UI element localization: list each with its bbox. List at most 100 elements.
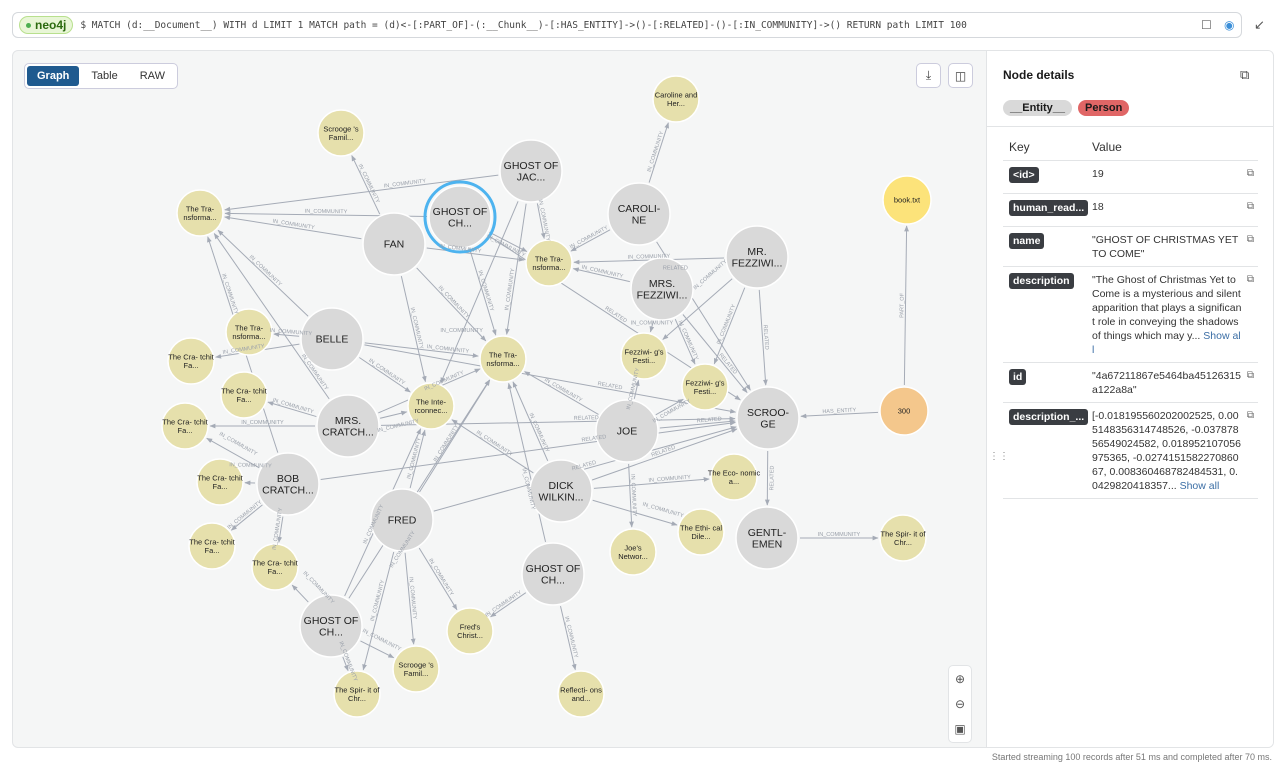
relationship-edge[interactable]: [662, 278, 733, 340]
relationship-edge[interactable]: [440, 201, 519, 384]
relationship-edge[interactable]: [524, 371, 599, 415]
query-bar[interactable]: neo4j $ MATCH (d:__Document__) WITH d LI…: [12, 12, 1242, 38]
copy-all-icon[interactable]: ⧉: [1240, 67, 1250, 82]
fit-view-icon[interactable]: ▣: [954, 722, 966, 737]
community-node[interactable]: The Tra-nsforma...: [225, 308, 273, 356]
relationship-edge[interactable]: [267, 401, 317, 418]
relationship-edge[interactable]: [348, 379, 490, 599]
node-circle[interactable]: [735, 506, 799, 570]
relationship-edge[interactable]: [213, 233, 330, 400]
relationship-edge[interactable]: [572, 267, 630, 283]
relationship-edge[interactable]: [230, 504, 263, 531]
entity-node[interactable]: GENTL-EMEN: [735, 506, 799, 570]
copy-icon[interactable]: ⧉: [1246, 168, 1254, 179]
node-circle[interactable]: [677, 508, 725, 556]
relationship-edge[interactable]: [400, 276, 427, 383]
node-circle[interactable]: [725, 225, 789, 289]
node-circle[interactable]: [681, 363, 729, 411]
relationship-edge[interactable]: [560, 606, 577, 671]
relationship-edge[interactable]: [320, 420, 736, 481]
relationship-edge[interactable]: [433, 425, 737, 512]
node-circle[interactable]: [529, 459, 593, 523]
node-circle[interactable]: [167, 337, 215, 385]
relationship-edge[interactable]: [206, 437, 260, 469]
relationship-edge[interactable]: [419, 379, 491, 493]
tab-raw[interactable]: RAW: [139, 70, 165, 82]
relationship-edge[interactable]: [404, 552, 416, 645]
show-all-link[interactable]: Show all: [1092, 330, 1241, 356]
show-all-link[interactable]: Show all: [1179, 480, 1220, 492]
relationship-edge[interactable]: [277, 516, 284, 543]
label-chip-person[interactable]: Person: [1078, 100, 1130, 116]
relationship-edge[interactable]: [507, 382, 547, 542]
relationship-edge[interactable]: [628, 463, 634, 528]
relationship-edge[interactable]: [903, 225, 909, 386]
node-circle[interactable]: [299, 594, 363, 658]
node-circle[interactable]: [630, 257, 694, 321]
relationship-edge[interactable]: [633, 379, 640, 399]
relationship-edge[interactable]: [360, 640, 395, 659]
relationship-edge[interactable]: [648, 122, 669, 183]
node-circle[interactable]: [317, 109, 365, 157]
relationship-edge[interactable]: [536, 203, 546, 240]
relationship-edge[interactable]: [758, 289, 768, 386]
entity-node[interactable]: CAROLI-NE: [607, 182, 671, 246]
entity-node[interactable]: SCROO-GE: [736, 386, 800, 450]
node-circle[interactable]: [161, 402, 209, 450]
relationship-edge[interactable]: [490, 592, 527, 618]
node-circle[interactable]: [256, 452, 320, 516]
relationship-edge[interactable]: [591, 428, 738, 481]
relationship-edge[interactable]: [418, 547, 458, 611]
node-circle[interactable]: [333, 670, 381, 718]
tab-table[interactable]: Table: [91, 70, 118, 82]
entity-node[interactable]: FAN: [362, 212, 426, 276]
node-circle[interactable]: [607, 182, 671, 246]
relationship-edge[interactable]: [570, 229, 611, 252]
node-circle[interactable]: [879, 386, 929, 436]
relationship-edge[interactable]: [489, 231, 528, 252]
chunk-node[interactable]: 300: [879, 386, 929, 436]
relationship-edge[interactable]: [409, 429, 426, 489]
node-circle[interactable]: [499, 139, 563, 203]
run-icon[interactable]: ◉: [1224, 18, 1235, 32]
node-circle[interactable]: [557, 670, 605, 718]
node-circle[interactable]: [392, 645, 440, 693]
relationship-edge[interactable]: [359, 357, 411, 393]
relationship-edge[interactable]: [469, 248, 497, 336]
relationship-edge[interactable]: [674, 319, 696, 365]
relationship-edge[interactable]: [659, 419, 736, 429]
relationship-edge[interactable]: [592, 499, 678, 526]
download-button[interactable]: ⤓: [916, 63, 941, 88]
relationship-edge[interactable]: [379, 410, 408, 419]
node-circle[interactable]: [407, 382, 455, 430]
node-circle[interactable]: [595, 399, 659, 463]
relationship-edge[interactable]: [416, 267, 487, 342]
copy-icon[interactable]: ⧉: [1246, 201, 1254, 212]
query-text[interactable]: $ MATCH (d:__Document__) WITH d LIMIT 1 …: [80, 19, 967, 31]
node-circle[interactable]: [251, 543, 299, 591]
node-circle[interactable]: [362, 212, 426, 276]
relationship-edge[interactable]: [342, 656, 349, 672]
relationship-edge[interactable]: [426, 247, 525, 262]
document-node[interactable]: book.txt: [882, 175, 932, 225]
collapse-icon[interactable]: ↙: [1254, 17, 1265, 32]
node-circle[interactable]: [652, 75, 700, 123]
tab-graph[interactable]: Graph: [27, 66, 80, 86]
relationship-edge[interactable]: [291, 584, 309, 603]
entity-node[interactable]: MRS.CRATCH...: [316, 394, 380, 458]
relationship-edge[interactable]: [224, 215, 362, 240]
